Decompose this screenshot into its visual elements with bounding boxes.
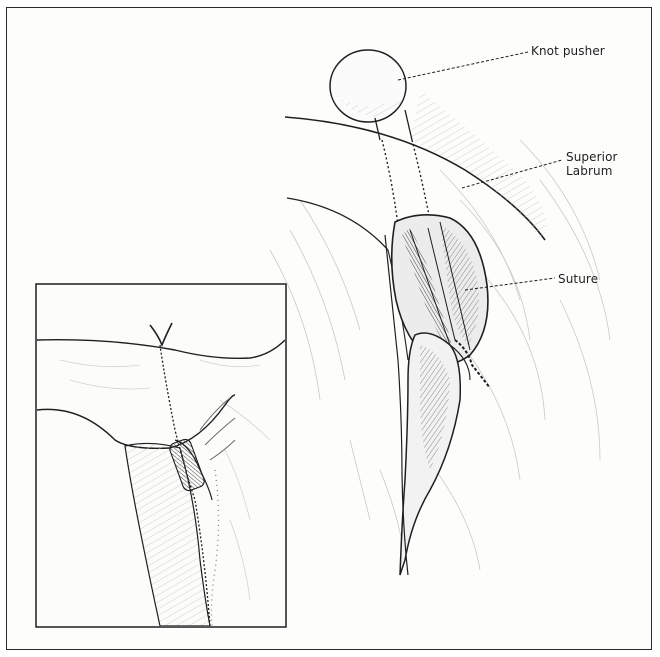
leader-knot-pusher <box>398 52 528 80</box>
label-superior-labrum-line1: Superior <box>566 150 636 164</box>
label-superior-labrum-line2: Labrum <box>566 164 636 178</box>
knot-pusher <box>330 50 412 140</box>
main-view <box>270 50 610 575</box>
label-suture: Suture <box>558 272 598 286</box>
label-knot-pusher: Knot pusher <box>531 44 605 58</box>
label-superior-labrum: Superior Labrum <box>566 150 636 178</box>
instrument <box>400 333 470 575</box>
suture-strands <box>382 140 430 225</box>
labrum-inner-edge <box>287 198 388 250</box>
inset-panel <box>36 284 286 627</box>
